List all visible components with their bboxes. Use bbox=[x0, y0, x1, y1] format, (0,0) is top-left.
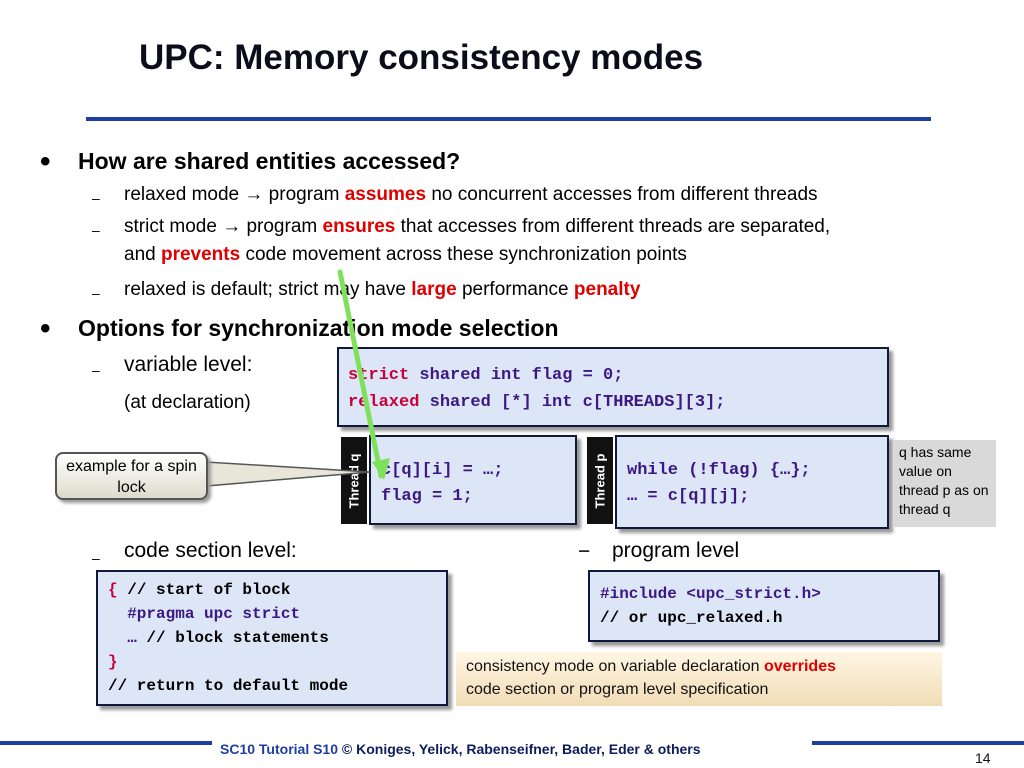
footer-rule-left bbox=[0, 741, 212, 745]
sub-text: relaxed is default; strict may have bbox=[124, 279, 412, 300]
dash-marker: – bbox=[92, 222, 100, 238]
thread-q-line-2: flag = 1; bbox=[381, 487, 473, 506]
dash-marker: – bbox=[92, 362, 100, 378]
sub-text: no concurrent accesses from different th… bbox=[426, 184, 818, 205]
title-underline bbox=[86, 117, 931, 121]
decl-text: shared int flag = 0; bbox=[409, 366, 624, 385]
override-note: consistency mode on variable declaration… bbox=[456, 652, 942, 706]
open-brace: { bbox=[108, 581, 118, 599]
footer-credit: SC10 Tutorial S10 © Koniges, Yelick, Rab… bbox=[220, 741, 701, 757]
variable-level-label: variable level: bbox=[124, 353, 253, 376]
section-line-5: // return to default mode bbox=[108, 677, 349, 695]
q-note: q has same value on thread p as on threa… bbox=[893, 440, 996, 527]
thread-p-line-2: … = c[q][j]; bbox=[627, 487, 750, 506]
code-section-box: { // start of block #pragma upc strict …… bbox=[96, 570, 448, 706]
at-declaration-label: (at declaration) bbox=[124, 392, 251, 413]
sub-text: relaxed mode → program bbox=[124, 184, 345, 205]
sub-item-default: relaxed is default; strict may have larg… bbox=[124, 277, 640, 303]
emphasis-overrides: overrides bbox=[763, 658, 836, 675]
spin-lock-callout: example for a spin lock bbox=[55, 452, 208, 500]
program-line-2: // or upc_relaxed.h bbox=[600, 609, 783, 627]
section-line-2: #pragma upc strict bbox=[108, 605, 301, 623]
sub-text: and bbox=[124, 244, 161, 265]
dash-marker: – bbox=[92, 550, 100, 566]
emphasis-assumes: assumes bbox=[344, 184, 427, 205]
sub-item-strict: strict mode → program ensures that acces… bbox=[124, 214, 830, 240]
section-line-1: { // start of block bbox=[108, 578, 290, 602]
section-line-4: } bbox=[108, 653, 118, 671]
emphasis-ensures: ensures bbox=[322, 216, 396, 237]
bullet-heading-options: Options for synchronization mode selecti… bbox=[78, 315, 559, 341]
emphasis-prevents: prevents bbox=[160, 244, 241, 265]
decl-text: shared [*] int c[THREADS][3]; bbox=[419, 393, 726, 412]
emphasis-large: large bbox=[411, 279, 457, 300]
note-text: consistency mode on variable declaration bbox=[466, 658, 764, 675]
note-text: code section or program level specificat… bbox=[466, 681, 769, 698]
bullet-marker: • bbox=[40, 145, 51, 178]
thread-p-label: Thread p bbox=[587, 437, 613, 524]
program-level-label: program level bbox=[612, 539, 740, 562]
thread-p-code-box: while (!flag) {…}; … = c[q][j]; bbox=[615, 435, 889, 529]
section-line-3: … // block statements bbox=[108, 626, 329, 650]
sub-item-relaxed: relaxed mode → program assumes no concur… bbox=[124, 182, 818, 208]
emphasis-penalty: penalty bbox=[573, 279, 641, 300]
bullet-heading-access: How are shared entities accessed? bbox=[78, 148, 461, 174]
footer-rule-right bbox=[812, 741, 1024, 745]
comment-text: // block statements bbox=[136, 629, 329, 647]
ellipsis: … bbox=[108, 629, 137, 647]
comment-text: // start of block bbox=[117, 581, 291, 599]
program-code-box: #include <upc_strict.h> // or upc_relaxe… bbox=[588, 570, 940, 642]
thread-q-label: Thread q bbox=[341, 437, 367, 524]
sub-text: strict mode → program bbox=[124, 216, 323, 237]
sub-text: code movement across these synchronizati… bbox=[240, 244, 687, 265]
sub-text: that accesses from different threads are… bbox=[395, 216, 831, 237]
thread-p-line-1: while (!flag) {…}; bbox=[627, 461, 811, 480]
code-section-level-label: code section level: bbox=[124, 539, 297, 562]
bullet-marker: • bbox=[40, 312, 51, 345]
sub-item-strict-line2: and prevents code movement across these … bbox=[124, 242, 687, 268]
dash-marker: – bbox=[92, 285, 100, 301]
thread-q-code-box: c[q][i] = …; flag = 1; bbox=[369, 435, 577, 525]
program-line-1: #include <upc_strict.h> bbox=[600, 585, 821, 603]
decl-line-1: strict shared int flag = 0; bbox=[348, 362, 623, 389]
page-number: 14 bbox=[975, 750, 991, 766]
thread-q-line-1: c[q][i] = …; bbox=[381, 461, 504, 480]
footer-authors: © Koniges, Yelick, Rabenseifner, Bader, … bbox=[338, 741, 701, 757]
sub-text: performance bbox=[456, 279, 574, 300]
footer-tutorial: SC10 Tutorial S10 bbox=[220, 741, 339, 757]
dash-marker: – bbox=[92, 190, 100, 206]
slide-title: UPC: Memory consistency modes bbox=[139, 38, 704, 77]
program-dash: − bbox=[578, 540, 591, 563]
